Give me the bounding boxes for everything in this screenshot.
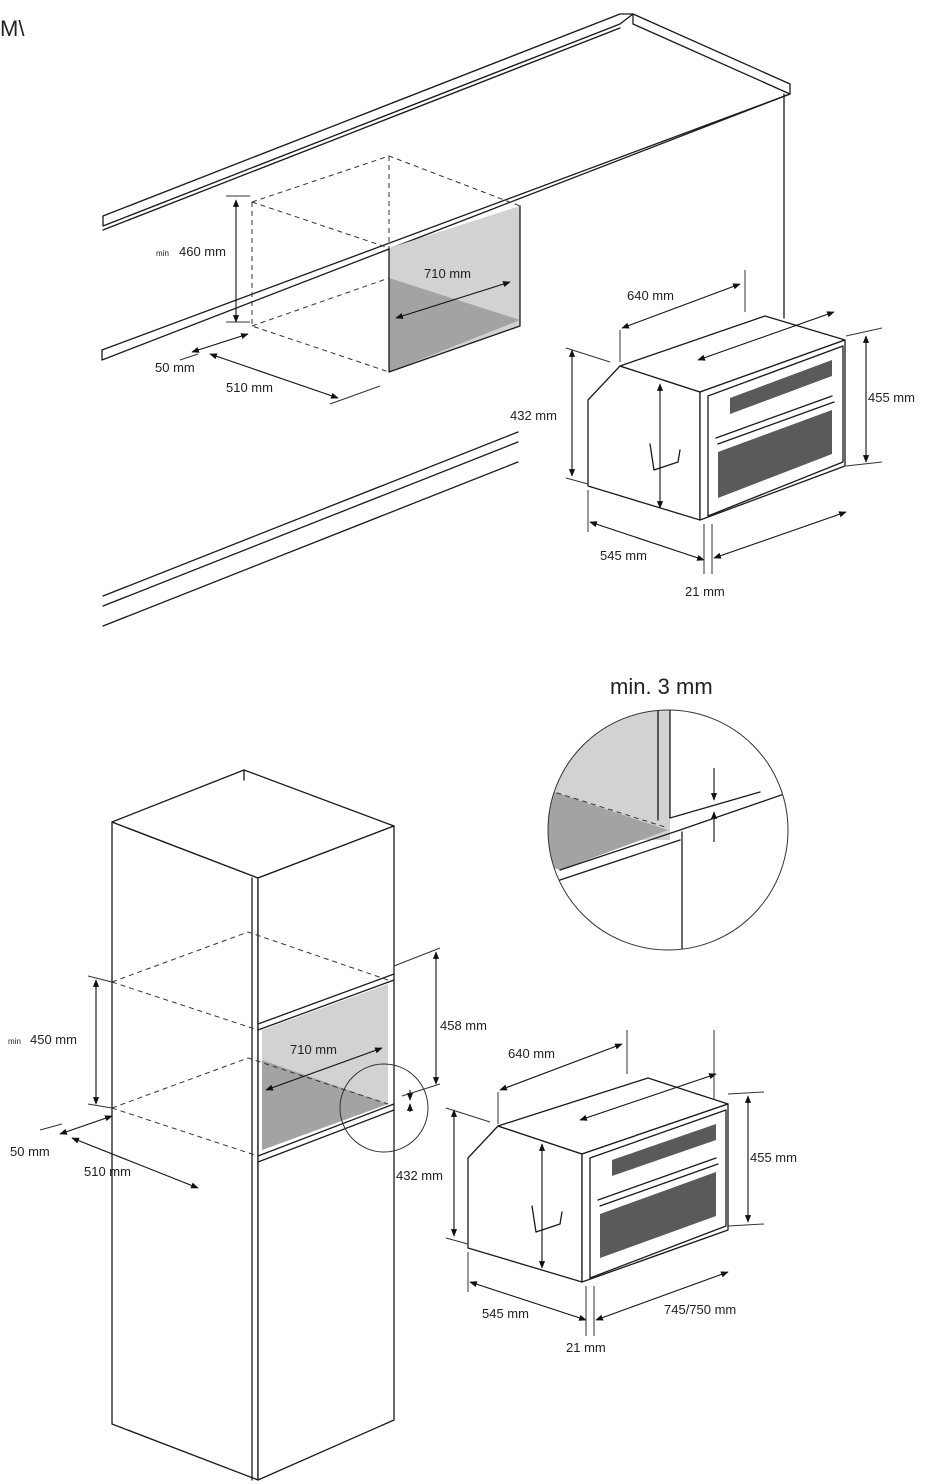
bottom-oven-dimensions: 640 mm 455 mm 545 mm 745/750 mm 21 mm [445,1030,797,1355]
bottom-cutout-height-label: 432 mm [396,1168,443,1183]
top-front-gap-label: 50 mm [155,360,195,375]
top-niche-width-label: 510 mm [226,380,273,395]
bottom-oven-width-label: 640 mm [508,1046,555,1061]
tall-cabinet-dimensions: min 450 mm 710 mm 458 mm 50 mm 510 mm 43… [8,947,487,1189]
bottom-opening-height-label: 458 mm [440,1018,487,1033]
bottom-oven-front-width-label: 745/750 mm [664,1302,736,1317]
bottom-oven-door-label: 21 mm [566,1340,606,1355]
top-niche-dimensions: min 460 mm 710 mm 50 mm 510 mm [155,195,511,405]
bottom-niche-width-label: 510 mm [84,1164,131,1179]
corner-mark: M\ [0,16,25,41]
detail-callout [339,1063,429,1153]
top-oven-door-label: 21 mm [685,584,725,599]
bottom-oven [467,1077,729,1283]
top-oven-height-label: 455 mm [868,390,915,405]
top-niche-depth-label: 710 mm [424,266,471,281]
bottom-niche-depth-label: 710 mm [290,1042,337,1057]
top-oven-side-height-label: 432 mm [510,408,557,423]
bottom-min-prefix: min [8,1037,21,1046]
top-oven-depth-label: 545 mm [600,548,647,563]
detail-circle [547,709,789,951]
bottom-niche-height-label: 450 mm [30,1032,77,1047]
bottom-front-gap-label: 50 mm [10,1144,50,1159]
top-min-prefix: min [156,249,169,258]
bottom-oven-height-label: 455 mm [750,1150,797,1165]
top-niche-height-label: 460 mm [179,244,226,259]
top-oven-dimensions: 640 mm 455 mm 432 mm 545 mm 21 mm [510,270,915,599]
tall-cabinet [111,769,395,1481]
top-worktop [101,13,791,627]
top-oven-width-label: 640 mm [627,288,674,303]
bottom-oven-depth-label: 545 mm [482,1306,529,1321]
detail-title: min. 3 mm [610,674,713,699]
top-oven [587,315,846,521]
